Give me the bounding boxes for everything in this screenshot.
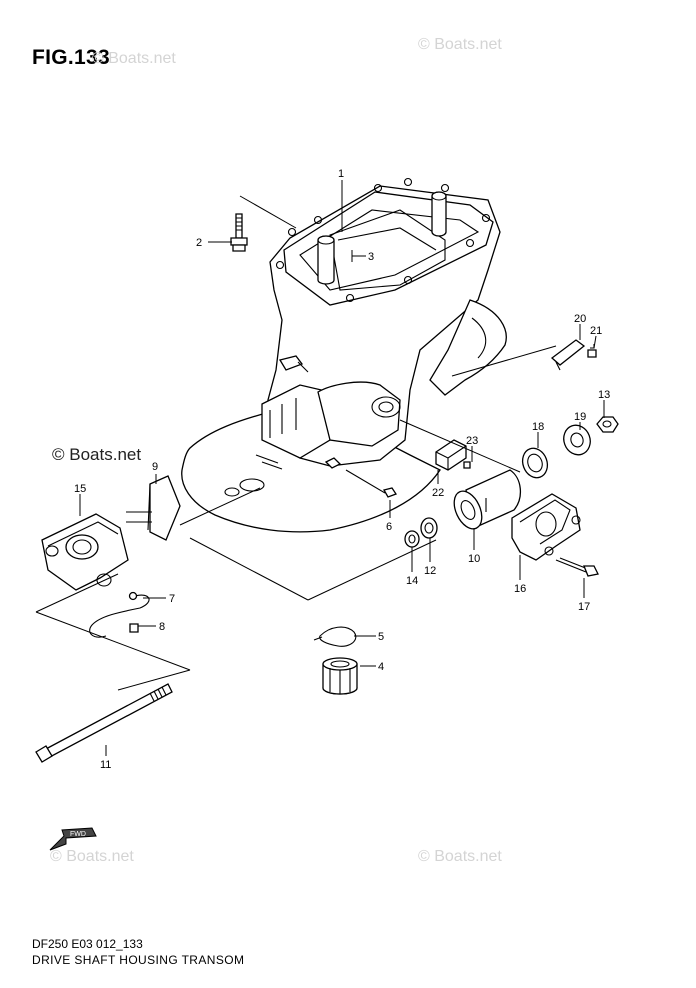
screw-part-23[interactable] xyxy=(463,461,471,469)
watermark-bottom-right: © Boats.net xyxy=(418,848,502,865)
callout-1: 1 xyxy=(338,168,344,180)
callout-3: 3 xyxy=(368,251,374,263)
bolt-part-6[interactable] xyxy=(345,469,397,498)
figure-caption: DRIVE SHAFT HOUSING TRANSOM xyxy=(32,953,245,967)
screw-part-8[interactable] xyxy=(129,623,139,633)
drive-shaft-housing[interactable] xyxy=(181,177,507,533)
figure-title: FIG.133 xyxy=(32,46,110,69)
callout-8: 8 xyxy=(159,621,165,633)
callout-13: 13 xyxy=(598,389,610,401)
callout-19: 19 xyxy=(574,411,586,423)
clamp-block-part-15[interactable] xyxy=(41,513,129,591)
bushing-part-10[interactable] xyxy=(449,469,521,533)
callout-16: 16 xyxy=(514,583,526,595)
callout-6: 6 xyxy=(386,521,392,533)
callout-10: 10 xyxy=(468,553,480,565)
drawing-code: DF250 E03 012_133 xyxy=(32,937,143,951)
clip-part-5[interactable] xyxy=(313,626,357,647)
fwd-label: FWD xyxy=(70,831,86,838)
callout-21: 21 xyxy=(590,325,602,337)
callout-22: 22 xyxy=(432,487,444,499)
callout-7: 7 xyxy=(169,593,175,605)
callout-12: 12 xyxy=(424,565,436,577)
callout-17: 17 xyxy=(578,601,590,613)
washer-part-12[interactable] xyxy=(420,517,438,539)
collar-part-4[interactable] xyxy=(322,657,358,695)
bolt-part-2[interactable] xyxy=(230,213,248,252)
clamp-housing-part-16[interactable] xyxy=(511,493,581,561)
callout-leaders xyxy=(79,180,605,756)
bolt-part-17[interactable] xyxy=(555,557,599,577)
trim-sensor-part-9[interactable] xyxy=(126,475,181,541)
callout-14: 14 xyxy=(406,575,418,587)
washer-part-18[interactable] xyxy=(519,445,552,481)
watermark-bottom-left: © Boats.net xyxy=(50,848,134,865)
forward-direction-arrow: FWD xyxy=(49,827,97,851)
watermark-mid-left: © Boats.net xyxy=(52,445,142,464)
callout-20: 20 xyxy=(574,313,586,325)
callout-15: 15 xyxy=(74,483,86,495)
washer-part-14[interactable] xyxy=(404,530,420,548)
washer-part-19[interactable] xyxy=(560,421,595,458)
long-bolt-part-11[interactable] xyxy=(35,683,173,763)
callout-4: 4 xyxy=(378,661,384,673)
callout-9: 9 xyxy=(152,461,158,473)
callout-18: 18 xyxy=(532,421,544,433)
callout-11: 11 xyxy=(100,759,111,771)
spacer-block-part-22[interactable] xyxy=(435,439,467,471)
watermark-top-right: © Boats.net xyxy=(418,36,502,53)
callout-numbers: 1 2 3 4 5 6 7 8 9 10 11 12 13 14 15 16 1… xyxy=(74,168,610,771)
callout-2: 2 xyxy=(196,237,202,249)
nut-part-13[interactable] xyxy=(596,416,619,433)
watermark-top-left: © Boats.net xyxy=(92,50,176,67)
callout-23: 23 xyxy=(466,435,478,447)
assembly-lines xyxy=(35,195,557,691)
callout-5: 5 xyxy=(378,631,384,643)
trim-tab-bracket-part-20[interactable] xyxy=(550,339,586,371)
ground-wire-part-7[interactable] xyxy=(89,591,150,638)
